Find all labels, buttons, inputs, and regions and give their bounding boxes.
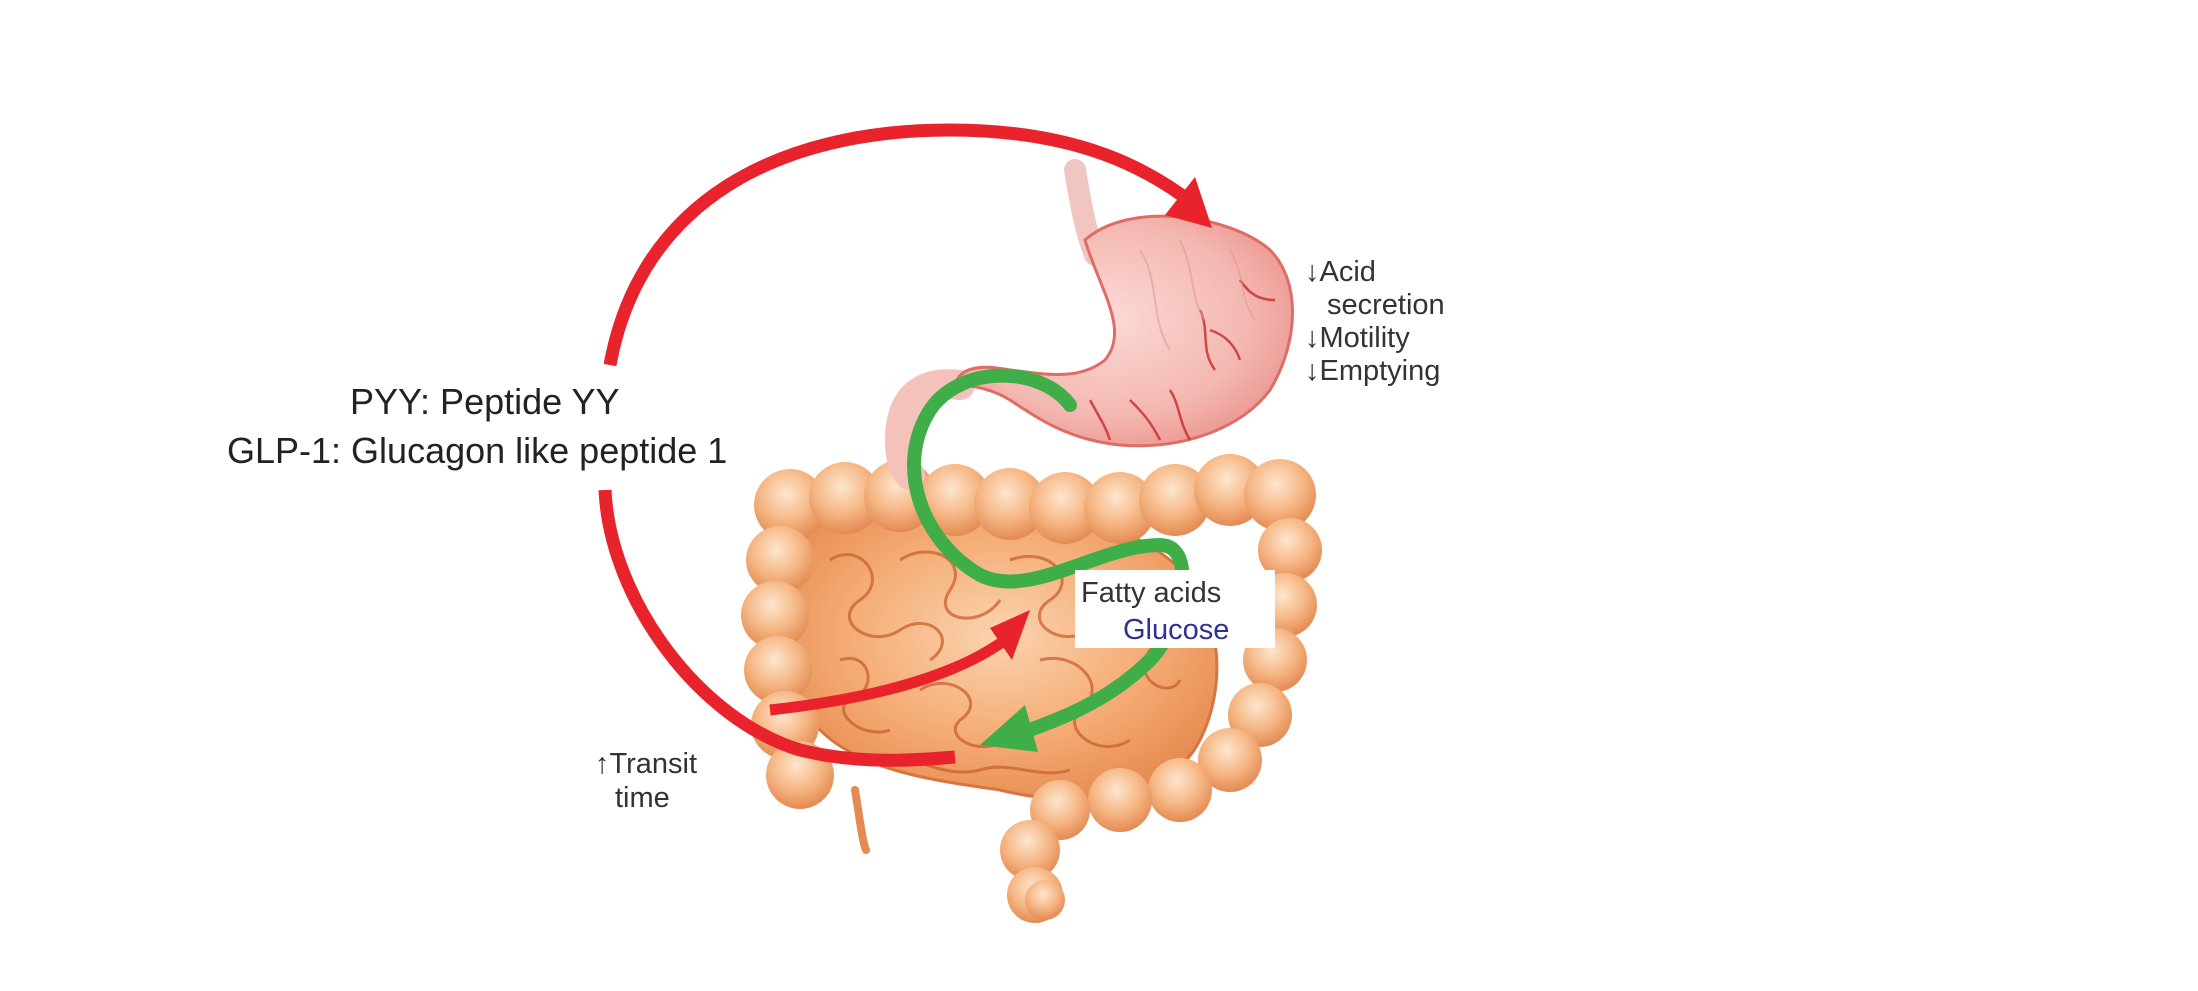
hormone-arc-upper <box>603 123 1199 367</box>
hormone-feedback-arrows <box>598 123 1212 767</box>
hormone-arc-inner <box>769 635 1009 716</box>
stomach-illustration <box>884 159 1294 490</box>
hormone-arc-lower <box>598 489 956 767</box>
nutrient-path <box>907 368 1190 742</box>
hormone-arrowhead-stomach <box>1165 177 1212 228</box>
legend-glp1: GLP-1: Glucagon like peptide 1 <box>227 430 728 471</box>
nutrient-arrowhead <box>980 705 1038 752</box>
nutrient-label-box <box>1075 570 1275 648</box>
intestine-illustration <box>741 454 1322 923</box>
effect-acid-line2: secretion <box>1327 289 1445 321</box>
effect-transit-line2: time <box>615 782 670 814</box>
nutrient-flow-arrow <box>907 368 1190 752</box>
nutrient-fatty-acids: Fatty acids <box>1081 577 1222 609</box>
hormone-arrowhead-intestine <box>990 610 1030 660</box>
effect-motility: ↓Motility <box>1305 322 1410 354</box>
legend-pyy: PYY: Peptide YY <box>350 381 620 422</box>
nutrient-glucose: Glucose <box>1123 614 1230 646</box>
effect-emptying: ↓Emptying <box>1305 355 1441 387</box>
effect-acid-line1: ↓Acid <box>1305 256 1376 288</box>
effect-transit-line1: ↑Transit <box>595 748 698 780</box>
